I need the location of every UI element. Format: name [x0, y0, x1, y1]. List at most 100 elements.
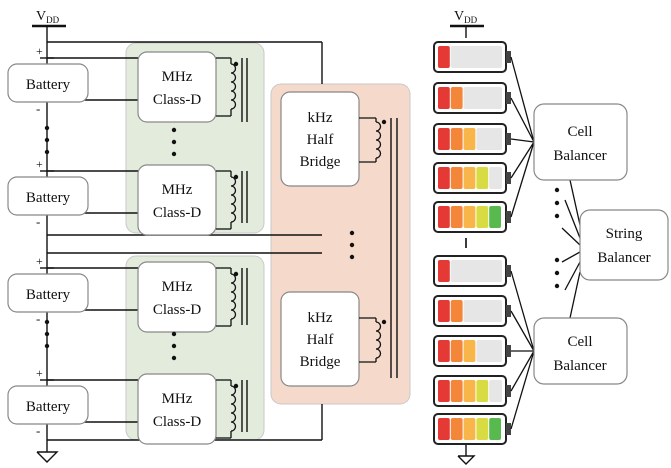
battery-module: Battery+- [7, 44, 89, 116]
charge-segment [438, 340, 450, 362]
charge-segment [450, 380, 463, 402]
charge-segment [489, 206, 501, 228]
cell-balancer-bottom-box [533, 317, 628, 385]
battery-cell [433, 413, 511, 445]
cell-balancer-top-line1: Cell [568, 124, 593, 140]
transformer-coil [230, 176, 237, 223]
mhz-line2: Class-D [153, 302, 202, 318]
empty-segment [476, 128, 502, 150]
transformer-coil [375, 321, 382, 359]
mhz-line2: Class-D [153, 205, 202, 221]
balancer-wiring [510, 56, 581, 430]
charge-segment [463, 340, 476, 362]
ellipsis-dots [44, 125, 560, 361]
charge-segment [476, 380, 489, 402]
minus-sign: - [36, 423, 40, 438]
minus-sign: - [36, 311, 40, 326]
charge-segment [438, 87, 450, 109]
cell-balancer-top-box [533, 103, 628, 181]
mhz-line1: MHz [162, 279, 193, 295]
battery-cell [433, 82, 511, 114]
polarity-dot [233, 61, 239, 67]
charge-segment [450, 128, 463, 150]
battery-module: Battery + - [7, 254, 89, 326]
charge-segment [450, 340, 463, 362]
transformer-coil [230, 273, 237, 320]
battery-label: Battery [26, 287, 71, 303]
battery-cell [433, 335, 511, 367]
battery-cell [433, 162, 511, 194]
empty-segment [450, 46, 502, 68]
charge-segment [450, 167, 463, 189]
empty-segment [489, 167, 502, 189]
string-balancer-line2: Balancer [597, 250, 650, 266]
battery-cell [433, 201, 511, 233]
mhz-line1: MHz [162, 391, 193, 407]
charge-segment [438, 46, 450, 68]
mhz-line1: MHz [162, 69, 193, 85]
minus-sign: - [36, 101, 40, 116]
mhz-line2: Class-D [153, 414, 202, 430]
charge-segment [463, 206, 476, 228]
charge-segment [476, 418, 489, 440]
vdd-label-right: VDD [454, 9, 478, 25]
string-balancer-box [579, 209, 669, 281]
empty-segment [450, 260, 502, 282]
plus-sign: + [36, 157, 43, 171]
khz-line2: Half [307, 332, 334, 348]
charge-segment [438, 300, 450, 322]
charge-segment [489, 418, 501, 440]
battery-label: Battery [26, 190, 71, 206]
battery-modules: Battery+-Battery+-Battery+-Battery+- [7, 44, 89, 438]
charge-segment [476, 206, 489, 228]
plus-sign: + [36, 366, 43, 380]
battery-label: Battery [26, 77, 71, 93]
charge-segment [438, 260, 450, 282]
cell-balancer-bottom-line2: Balancer [553, 358, 606, 374]
cell-stack [433, 41, 511, 445]
khz-line1: kHz [308, 310, 333, 326]
cell-balancer-bottom-line1: Cell [568, 334, 593, 350]
polarity-dot [381, 319, 387, 325]
charge-segment [438, 418, 450, 440]
string-balancer-line1: String [606, 226, 643, 242]
empty-segment [476, 340, 502, 362]
battery-cell [433, 375, 511, 407]
charge-segment [438, 206, 450, 228]
charge-segment [438, 167, 450, 189]
empty-segment [463, 300, 502, 322]
mhz-line1: MHz [162, 182, 193, 198]
charge-segment [450, 87, 463, 109]
plus-sign: + [36, 254, 43, 268]
transformer-coil [230, 385, 237, 432]
charge-segment [463, 380, 476, 402]
empty-segment [463, 87, 502, 109]
charge-segment [476, 167, 489, 189]
polarity-dot [233, 271, 239, 277]
khz-line3: Bridge [300, 354, 341, 370]
minus-sign: - [36, 214, 40, 229]
right-wiring [450, 24, 484, 465]
battery-cell [433, 41, 511, 73]
charge-segment [450, 418, 463, 440]
polarity-dot [233, 174, 239, 180]
polarity-dot [233, 383, 239, 389]
battery-module: Battery + - [7, 366, 89, 438]
charge-segment [450, 300, 463, 322]
charge-segment [450, 206, 463, 228]
charge-segment [438, 128, 450, 150]
battery-label: Battery [26, 399, 71, 415]
battery-cell [433, 255, 511, 287]
charge-segment [463, 418, 476, 440]
khz-line3: Bridge [300, 154, 341, 170]
cell-balancer-top-line2: Balancer [553, 148, 606, 164]
battery-cell [433, 295, 511, 327]
charge-segment [463, 167, 476, 189]
